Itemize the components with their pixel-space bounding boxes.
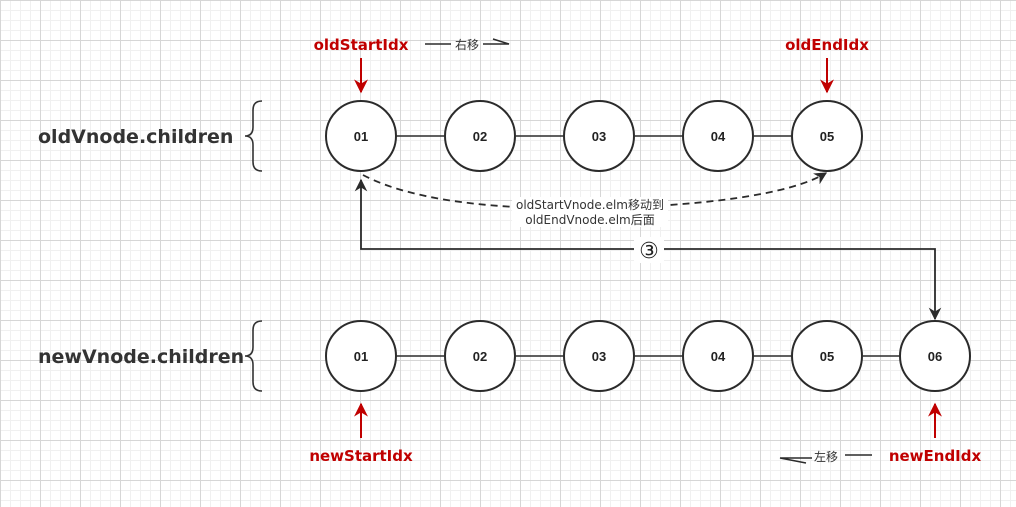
new-node-label: 01 [354,349,368,364]
old-row-brace [244,100,263,172]
old-node: 02 [444,100,516,172]
old-node: 03 [563,100,635,172]
left-move-arrow-icon [779,457,812,464]
left-move-text: 左移 [814,449,838,464]
new-start-idx-label: newStartIdx [309,447,413,465]
right-move-arrow-icon [483,38,510,45]
old-end-idx-label: oldEndIdx [785,36,869,54]
move-note-line1: oldStartVnode.elm移动到 [516,198,664,212]
step-marker-backing [634,237,664,263]
old-node-label: 04 [711,129,726,144]
new-node: 06 [899,320,971,392]
old-node: 04 [682,100,754,172]
old-node-label: 01 [354,129,368,144]
new-node: 05 [791,320,863,392]
new-node: 03 [563,320,635,392]
new-children-label: newVnode.children [38,346,244,368]
old-node: 01 [325,100,397,172]
new-node-label: 05 [820,349,834,364]
new-node: 01 [325,320,397,392]
new-node-label: 04 [711,349,726,364]
old-node-label: 03 [592,129,606,144]
old-node: 05 [791,100,863,172]
new-node-label: 02 [473,349,487,364]
new-row-brace [244,320,263,392]
old-node-label: 05 [820,129,834,144]
old-start-idx-label: oldStartIdx [314,36,409,54]
new-node: 04 [682,320,754,392]
new-end-idx-label: newEndIdx [889,447,982,465]
new-node: 02 [444,320,516,392]
right-move-text: 右移 [455,37,479,52]
old-node-label: 02 [473,129,487,144]
step-marker: ③ [639,239,659,264]
move-note-line2: oldEndVnode.elm后面 [525,213,654,227]
old-children-label: oldVnode.children [38,126,233,148]
new-node-label: 06 [928,349,942,364]
new-node-label: 03 [592,349,606,364]
